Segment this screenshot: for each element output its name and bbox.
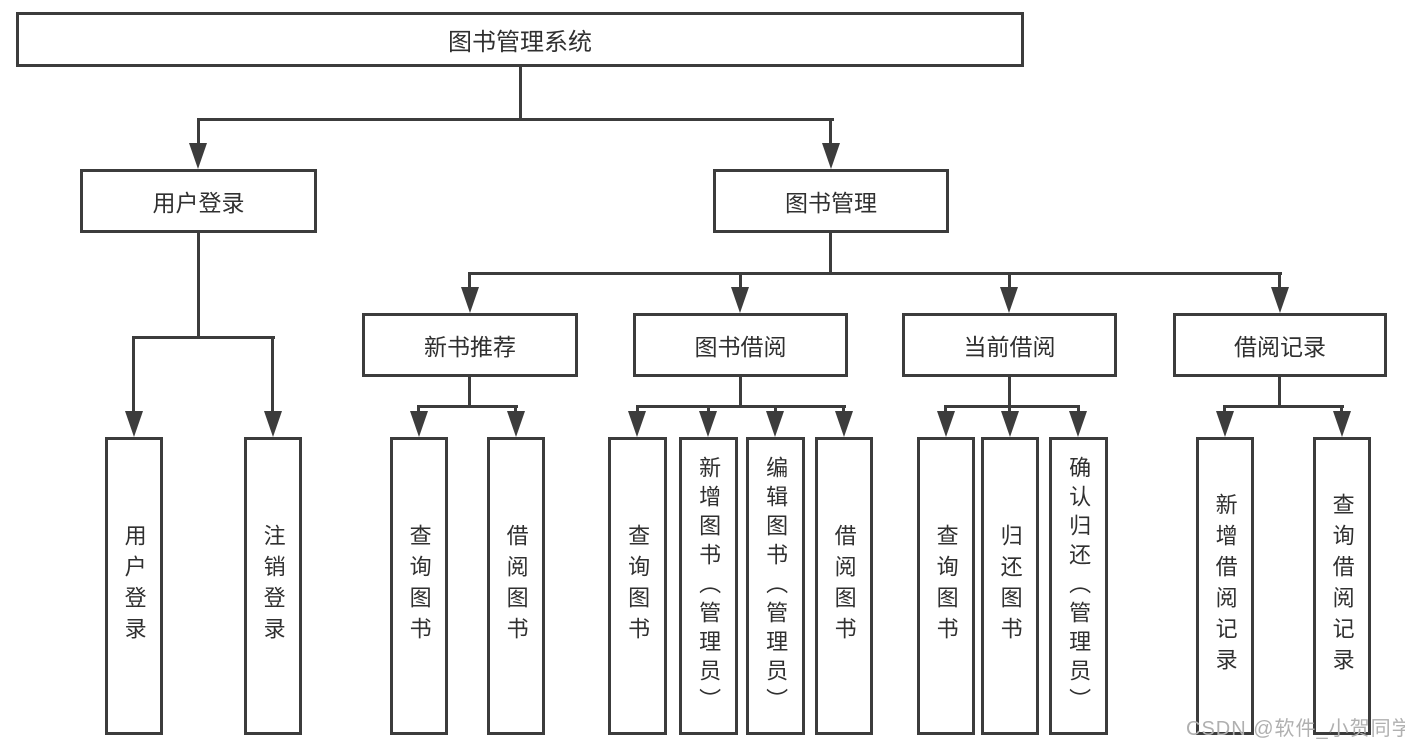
edge-root-bar [197,118,834,121]
node-label: 借阅图书 [503,524,529,648]
edge-to-leaf [636,405,639,414]
leaf-add-borrow-record: 新增借阅记录 [1196,437,1254,735]
leaf-borrow-books-recommend: 借阅图书 [487,437,545,735]
node-label: 借阅图书 [831,524,857,648]
arrow-down-icon [507,411,525,437]
node-user-login: 用户登录 [80,169,317,233]
arrow-down-icon [1000,287,1018,313]
node-label: 归还图书 [997,524,1023,648]
edge-to-leaf [842,405,845,414]
node-label: 图书管理 [785,190,877,216]
arrow-down-icon [410,411,428,437]
csdn-watermark: CSDN @软件_小贺同学 [1186,718,1405,740]
edge-new-book-rec-bar [417,405,518,408]
arrow-down-icon [822,143,840,169]
node-label: 借阅记录 [1234,334,1326,360]
arrow-down-icon [937,411,955,437]
edge-to-new-book-rec [468,272,471,290]
arrow-down-icon [835,411,853,437]
edge-to-book-mgmt [829,118,832,146]
edge-to-current-borrow [1008,272,1011,290]
arrow-down-icon [264,411,282,437]
node-label: 查询图书 [406,524,432,648]
edge-to-leaf [707,405,710,414]
leaf-return-books: 归还图书 [981,437,1039,735]
node-label: 编辑图书（管理员） [763,455,789,717]
node-current-borrow: 当前借阅 [902,313,1117,377]
arrow-down-icon [1001,411,1019,437]
node-label: 确认归还（管理员） [1066,455,1092,717]
node-label: 注销登录 [260,524,286,648]
edge-to-leaf [1223,405,1226,414]
edge-to-leaf [271,336,274,413]
arrow-down-icon [1216,411,1234,437]
node-label: 查询图书 [625,524,651,648]
arrow-down-icon [1069,411,1087,437]
edge-new-book-rec-stem [468,377,471,408]
leaf-query-books-borrow: 查询图书 [608,437,667,735]
node-label: 查询借阅记录 [1329,493,1355,679]
edge-user-login-stem [197,233,200,336]
arrow-down-icon [461,287,479,313]
leaf-edit-books-admin: 编辑图书（管理员） [746,437,805,735]
edge-to-leaf [1077,405,1080,414]
node-library-system: 图书管理系统 [16,12,1024,67]
leaf-query-books-current: 查询图书 [917,437,975,735]
node-borrow-records: 借阅记录 [1173,313,1387,377]
node-book-management: 图书管理 [713,169,949,233]
edge-to-leaf [944,405,947,414]
edge-root-stem [519,67,522,118]
edge-to-leaf [1340,405,1343,414]
edge-current-borrow-stem [1008,377,1011,408]
node-label: 新增借阅记录 [1212,493,1238,679]
arrow-down-icon [1333,411,1351,437]
edge-book-mgmt-stem [829,233,832,275]
edge-to-leaf [417,405,420,414]
edge-to-leaf [1008,405,1011,414]
edge-book-borrow-bar [636,405,846,408]
leaf-query-books-recommend: 查询图书 [390,437,448,735]
node-book-borrow: 图书借阅 [633,313,848,377]
edge-book-borrow-stem [739,377,742,408]
edge-to-borrow-records [1278,272,1281,290]
node-label: 图书管理系统 [448,29,592,56]
arrow-down-icon [628,411,646,437]
edge-to-book-borrow [739,272,742,290]
node-new-book-recommend: 新书推荐 [362,313,578,377]
node-label: 新书推荐 [424,334,516,360]
edge-to-leaf [132,336,135,413]
arrow-down-icon [125,411,143,437]
edge-to-user-login [197,118,200,146]
leaf-logout-login: 注销登录 [244,437,302,735]
leaf-borrow-books: 借阅图书 [815,437,873,735]
arrow-down-icon [1271,287,1289,313]
arrow-down-icon [766,411,784,437]
arrow-down-icon [699,411,717,437]
edge-current-borrow-bar [944,405,1080,408]
leaf-add-books-admin: 新增图书（管理员） [679,437,738,735]
edge-user-login-bar [132,336,275,339]
node-label: 用户登录 [152,190,245,216]
arrow-down-icon [731,287,749,313]
edge-book-mgmt-bar [468,272,1282,275]
arrow-down-icon [189,143,207,169]
node-label: 新增图书（管理员） [696,455,722,717]
edge-borrow-records-bar [1223,405,1344,408]
node-label: 图书借阅 [694,334,787,360]
node-label: 用户登录 [121,524,147,648]
leaf-user-login: 用户登录 [105,437,163,735]
node-label: 当前借阅 [963,334,1056,360]
leaf-query-borrow-record: 查询借阅记录 [1313,437,1371,735]
node-label: 查询图书 [933,524,959,648]
leaf-confirm-return-admin: 确认归还（管理员） [1049,437,1108,735]
edge-borrow-records-stem [1278,377,1281,408]
edge-to-leaf [514,405,517,414]
edge-to-leaf [774,405,777,414]
